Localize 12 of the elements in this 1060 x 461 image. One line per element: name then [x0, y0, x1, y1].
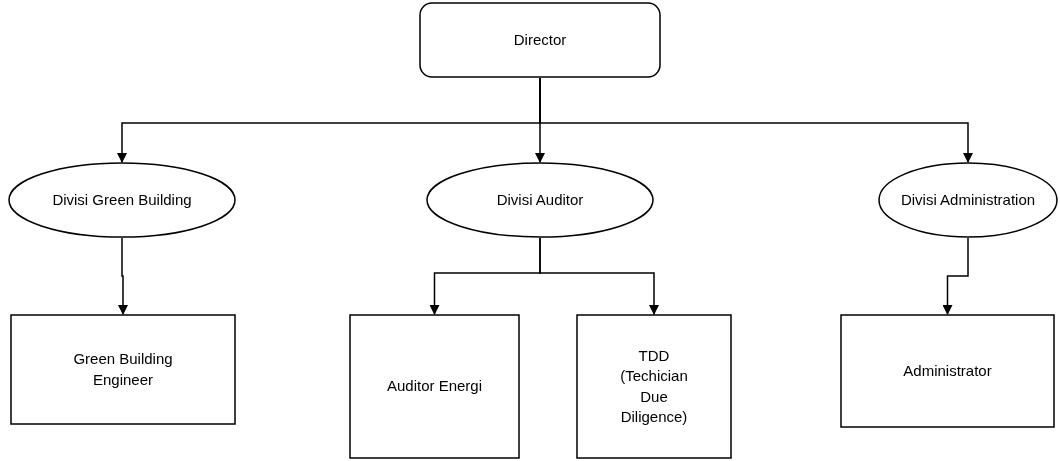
node-label: Divisi Administration: [900, 189, 1036, 210]
connector-arrow: [539, 77, 973, 163]
node-label: Director: [513, 29, 567, 50]
connector-arrow: [539, 237, 659, 315]
node-label: Auditor Energi: [386, 376, 483, 397]
connector-arrow: [942, 237, 969, 315]
node-label: Divisi Auditor: [496, 189, 584, 210]
node-label: Green Building Engineer: [72, 349, 174, 390]
node-label: Administrator: [903, 360, 992, 381]
connector-arrow: [118, 237, 128, 315]
node-label: Divisi Green Building: [52, 189, 192, 210]
node-label: TDD (Techician Due Diligence): [619, 346, 689, 427]
